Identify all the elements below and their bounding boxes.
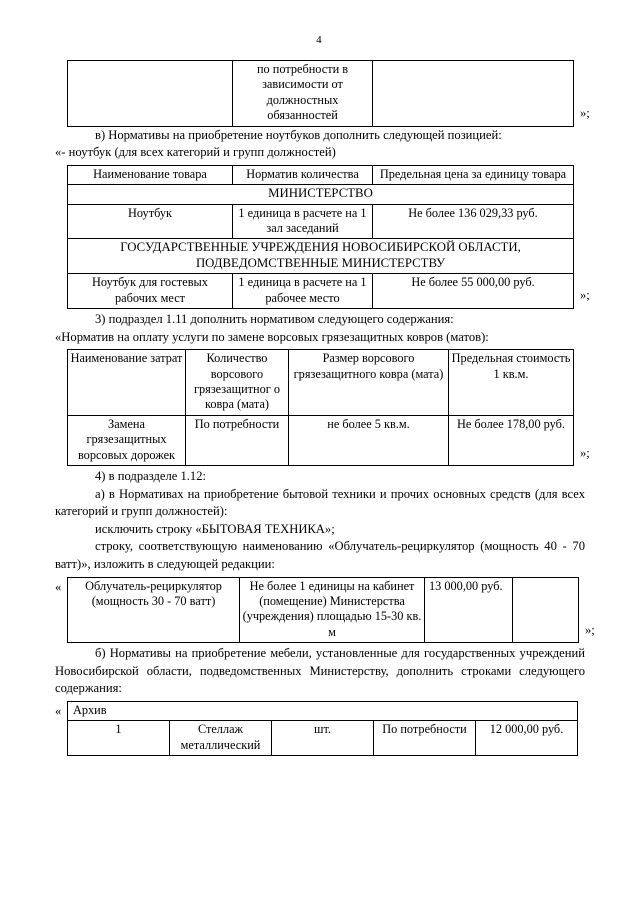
mat-table-wrapper: Наименование затрат Количество ворсового… [55,349,590,467]
paragraph-v-line1: в) Нормативы на приобретение ноутбуков д… [95,127,502,142]
section-archive: Архив [67,701,578,722]
section-ministry: МИНИСТЕРСТВО [67,184,574,205]
paragraph-b: б) Нормативы на приобретение мебели, уст… [55,646,585,696]
table-row: Облучатель-рециркулятор (мощность 30 - 7… [67,576,579,644]
cell-max-price: Не более 136 029,33 руб. [372,203,574,240]
table-row: Замена грязезащитных ворсовых дорожек По… [67,414,574,467]
table-header-row: Наименование товара Норматив количества … [67,164,574,186]
cell-product-name: Ноутбук для гостевых рабочих мест [67,273,233,310]
header-max-cost-sqm: Предельная стоимость 1 кв.м. [448,349,574,416]
closing-guillemet: »; [580,288,590,303]
irradiator-table: Облучатель-рециркулятор (мощность 30 - 7… [67,576,579,644]
table-header-row: Наименование затрат Количество ворсового… [67,349,574,416]
continuation-table: по потребности в зависимости от должност… [67,60,574,127]
table-section-row: ГОСУДАРСТВЕННЫЕ УЧРЕЖДЕНИЯ НОВОСИБИРСКОЙ… [67,238,574,275]
document-content: по потребности в зависимости от должност… [55,47,595,757]
header-quantity-norm: Норматив количества [232,164,373,186]
paragraph-4-line1: 4) в подразделе 1.12: [95,469,207,484]
table-row: 1 Стеллаж металлический шт. По потребнос… [67,720,578,757]
cell-mat-size: не более 5 кв.м. [288,414,449,467]
laptop-table-wrapper: Наименование товара Норматив количества … [55,164,590,310]
cell-max-cost-sqm: Не более 178,00 руб. [448,414,574,467]
cell-price [372,60,574,127]
cell-unit: шт. [271,720,374,757]
opening-guillemet: « [55,579,62,594]
cell-quantity: По потребности [373,720,476,757]
cell-price: 12 000,00 руб. [475,720,578,757]
furniture-table: Архив 1 Стеллаж металлический шт. По пот… [67,701,578,757]
section-state-institutions: ГОСУДАРСТВЕННЫЕ УЧРЕЖДЕНИЯ НОВОСИБИРСКОЙ… [67,238,574,275]
cell-cost-name: Замена грязезащитных ворсовых дорожек [67,414,186,467]
cell-extra [512,576,579,644]
page-number: 4 [316,34,322,46]
cell-row-number: 1 [67,720,170,757]
furniture-table-wrapper: « Архив 1 Стеллаж металлический шт. По п… [55,701,585,757]
paragraph-v-line2: «- ноутбук (для всех категорий и групп д… [55,145,336,160]
closing-guillemet: »; [580,445,590,460]
irradiator-table-wrapper: « Облучатель-рециркулятор (мощность 30 -… [55,576,595,644]
header-product-name: Наименование товара [67,164,233,186]
paragraph-3-line2: «Норматив на оплату услуги по замене вор… [55,329,489,344]
table-section-row: Архив [67,701,578,722]
cell-device-name: Облучатель-рециркулятор (мощность 30 - 7… [67,576,240,644]
closing-guillemet: »; [585,622,595,637]
laptop-table: Наименование товара Норматив количества … [67,164,574,310]
cell-item-name: Стеллаж металлический [169,720,272,757]
header-mat-size: Размер ворсового грязезащитного ковра (м… [288,349,449,416]
cell-product-name: Ноутбук [67,203,233,240]
header-max-price: Предельная цена за единицу товара [372,164,574,186]
continuation-table-wrapper: по потребности в зависимости от должност… [55,60,590,127]
cell-quantity-norm: 1 единица в расчете на 1 зал заседаний [232,203,373,240]
cell-price: 13 000,00 руб. [424,576,513,644]
cell-quantity-norm: 1 единица в расчете на 1 рабочее место [232,273,373,310]
cell-quantity-norm: Не более 1 единицы на кабинет (помещение… [239,576,425,644]
paragraph-4-line2: а) в Нормативах на приобретение бытовой … [55,486,585,519]
table-section-row: МИНИСТЕРСТВО [67,184,574,205]
paragraph-3-line1: 3) подраздел 1.11 дополнить нормативом с… [95,312,454,327]
header-cost-name: Наименование затрат [67,349,186,416]
header-mat-quantity: Количество ворсового грязезащитног о ков… [185,349,289,416]
cell-norm: по потребности в зависимости от должност… [232,60,373,127]
table-row: Ноутбук для гостевых рабочих мест 1 един… [67,273,574,310]
mat-table: Наименование затрат Количество ворсового… [67,349,574,467]
paragraph-4-line4: строку, соответствующую наименованию «Об… [55,539,585,572]
table-row: по потребности в зависимости от должност… [67,60,574,127]
table-row: Ноутбук 1 единица в расчете на 1 зал зас… [67,203,574,240]
cell-max-price: Не более 55 000,00 руб. [372,273,574,310]
cell-name [67,60,233,127]
paragraph-4-line3: исключить строку «БЫТОВАЯ ТЕХНИКА»; [95,521,335,536]
closing-guillemet: »; [580,106,590,121]
opening-guillemet: « [55,704,62,719]
cell-mat-quantity: По потребности [185,414,289,467]
